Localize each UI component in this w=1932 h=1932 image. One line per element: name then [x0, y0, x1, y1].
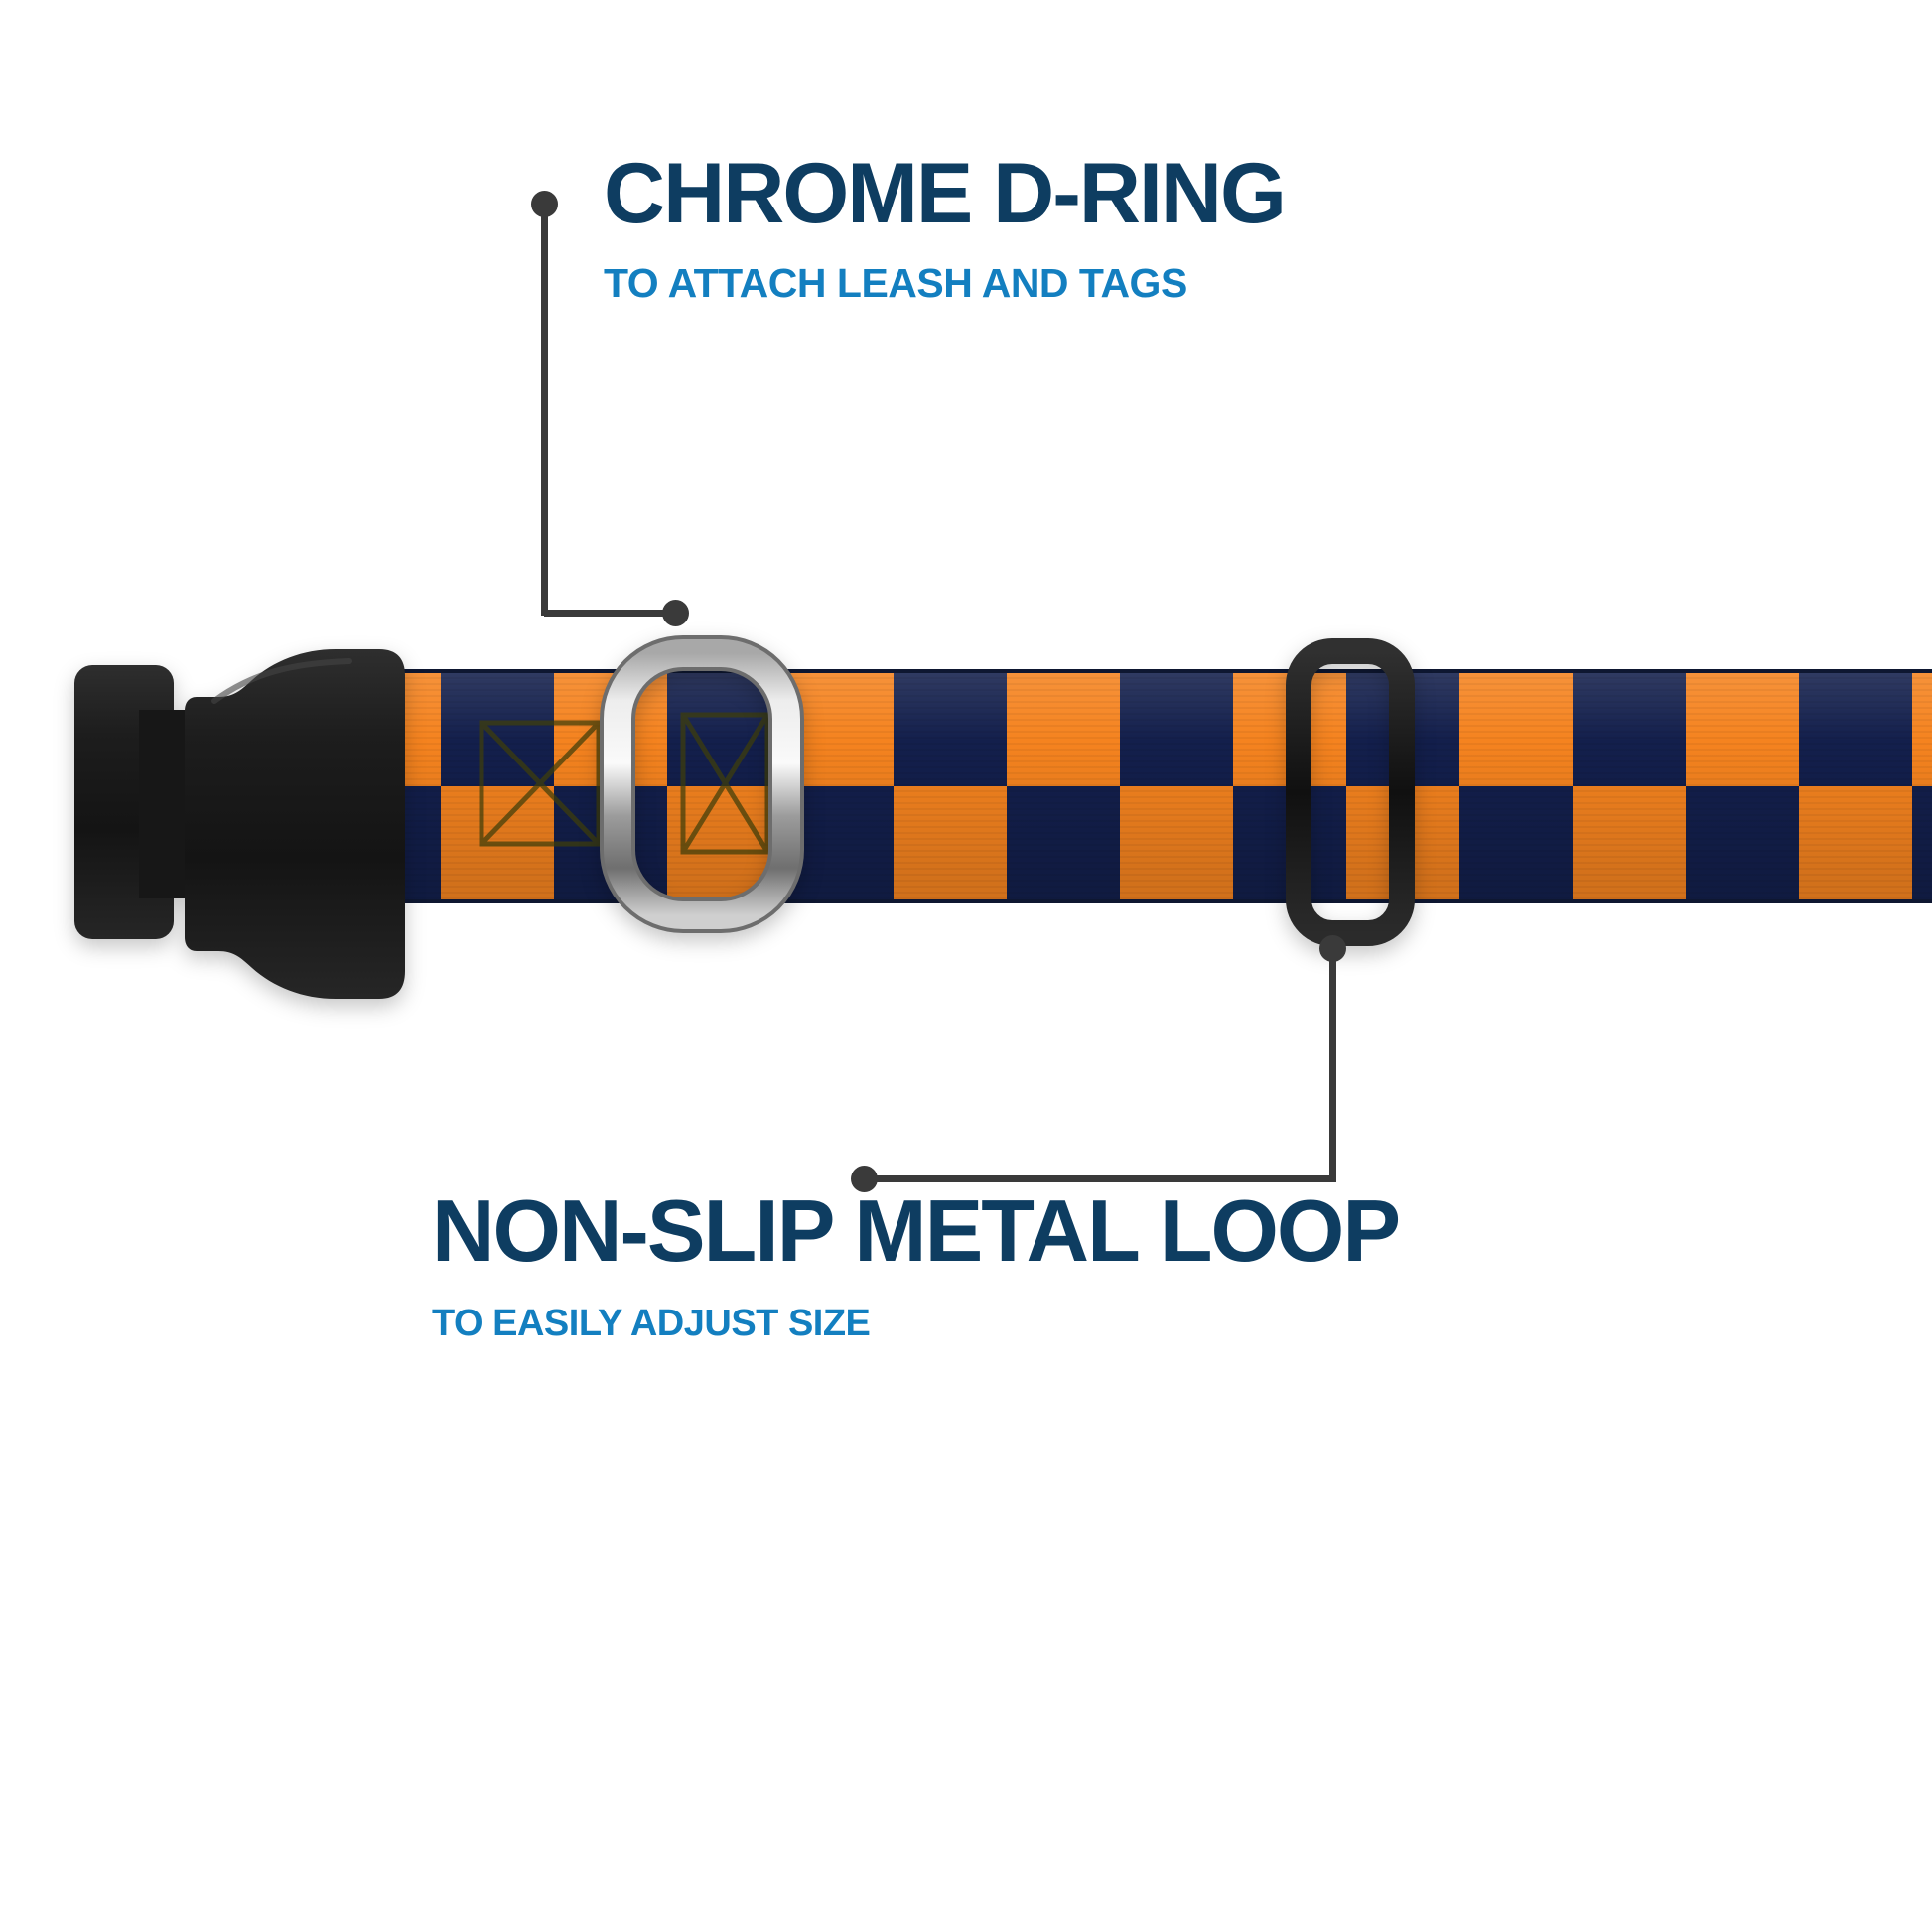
metal-loop-subtitle: TO EASILY ADJUST SIZE: [432, 1303, 871, 1344]
buckle-body: [185, 649, 405, 999]
leader-line-loop-horizontal: [864, 1175, 1336, 1182]
leader-line-dring-horizontal: [544, 610, 676, 617]
metal-loop-title: NON-SLIP METAL LOOP: [432, 1181, 1401, 1280]
adjuster-loop: [1286, 638, 1415, 946]
leader-dot-dring-end: [662, 600, 689, 626]
leader-line-loop-vertical: [1329, 948, 1336, 1179]
buckle-highlight: [211, 658, 352, 704]
callout-d-ring: CHROME D-RING TO ATTACH LEASH AND TAGS: [604, 146, 1287, 307]
stitch-marks: [479, 712, 770, 855]
adjuster-frame: [1286, 638, 1415, 946]
d-ring-bar: [604, 639, 800, 929]
callout-metal-loop: NON-SLIP METAL LOOP TO EASILY ADJUST SIZ…: [432, 1181, 1401, 1345]
chrome-d-ring: [600, 635, 804, 933]
d-ring-title: CHROME D-RING: [604, 146, 1287, 241]
leader-line-dring-vertical: [541, 204, 548, 616]
side-release-buckle: [74, 649, 405, 999]
d-ring-rim: [600, 635, 804, 933]
d-ring-subtitle: TO ATTACH LEASH AND TAGS: [604, 260, 1187, 306]
leader-dot-loop-end: [851, 1166, 878, 1192]
